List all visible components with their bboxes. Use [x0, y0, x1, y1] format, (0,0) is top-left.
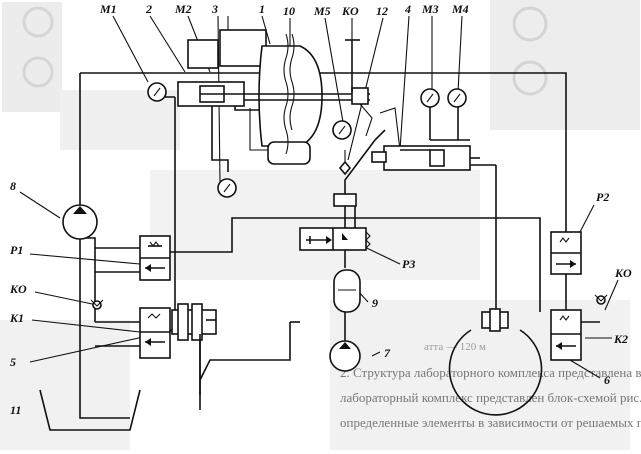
valve-k2	[550, 309, 582, 361]
bg-text-line-4: определенные элементы в зависимости от р…	[340, 415, 641, 430]
label-5: 5	[10, 355, 16, 369]
leader-lines	[19, 15, 619, 379]
bg-text-line-2: 2. Структура лабораторного комплекса пре…	[340, 365, 641, 380]
label-ko-right: KO	[614, 266, 632, 280]
label-2: 2	[145, 2, 152, 16]
bg-text-line-3: лабораторный комплекс представлен блок-с…	[340, 390, 641, 405]
check-valve-ko-left	[90, 299, 104, 310]
label-11: 11	[10, 403, 21, 417]
label-6: 6	[604, 373, 610, 387]
component-labels: M1 2 M2 3 1 10 M5 KO 12 4 M3 M4 8 P1 KO …	[9, 2, 632, 417]
label-p3: P3	[402, 257, 415, 271]
label-ko-top: KO	[341, 4, 359, 18]
label-10: 10	[283, 4, 295, 18]
label-ko-left: KO	[9, 282, 27, 296]
label-m1: M1	[99, 2, 117, 16]
label-3: 3	[211, 2, 218, 16]
label-8: 8	[10, 179, 16, 193]
label-4: 4	[404, 2, 411, 16]
check-valve-ko-right	[594, 294, 608, 305]
gauge-m5	[332, 120, 352, 140]
label-p1: P1	[10, 243, 23, 257]
label-1: 1	[259, 2, 265, 16]
label-k1: K1	[9, 311, 24, 325]
label-k2: K2	[613, 332, 628, 346]
label-12: 12	[376, 4, 388, 18]
gauge-m1	[147, 82, 167, 102]
pump-7	[329, 340, 361, 372]
gauge-m4	[447, 88, 467, 108]
brake-assembly	[177, 29, 373, 165]
check-valve-12	[338, 160, 352, 176]
cylinder-4	[371, 145, 480, 171]
brake-unit-5	[171, 303, 217, 395]
tank-11	[39, 389, 141, 431]
throttle-block	[333, 193, 357, 207]
valve-p1	[139, 235, 171, 281]
wheel-6	[448, 308, 543, 416]
gauge-m2	[217, 178, 237, 198]
gauge-m3	[420, 88, 440, 108]
label-m3: M3	[421, 2, 439, 16]
label-m2: M2	[174, 2, 192, 16]
label-m5: M5	[313, 4, 331, 18]
valve-k1	[139, 307, 171, 359]
accumulator-9	[333, 269, 361, 313]
pump-8	[62, 204, 98, 240]
label-7: 7	[384, 346, 391, 360]
label-p2: P2	[596, 190, 609, 204]
label-m4: M4	[451, 2, 469, 16]
valve-p3	[299, 227, 371, 251]
valve-p2	[550, 231, 582, 275]
label-9: 9	[372, 296, 378, 310]
